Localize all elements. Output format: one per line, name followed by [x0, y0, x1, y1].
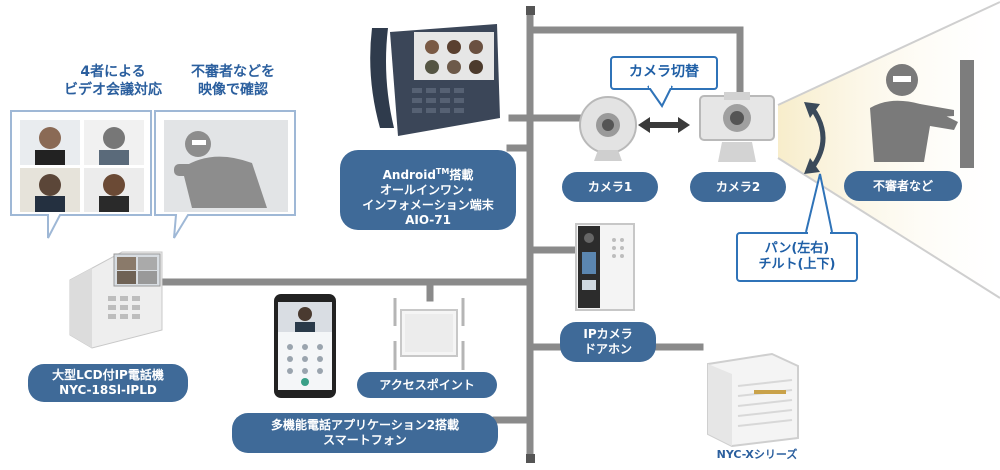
- caption-suspicious-video: 不審者などを 映像で確認: [191, 64, 275, 99]
- intruder-screen-icon: [154, 110, 296, 239]
- callout-camera-switch-tail: [647, 84, 673, 108]
- label-aio-terminal: AndroidTM搭載 オールインワン・ インフォメーション端末 AIO-71: [340, 150, 516, 230]
- caption-four-party: 4者による ビデオ会議対応: [64, 64, 162, 99]
- label-ip-intercom: IPカメラ ドアホン: [560, 322, 656, 362]
- aio-equipped: 搭載: [449, 168, 474, 182]
- video-conference-screen-icon: [10, 110, 152, 239]
- label-camera2: カメラ2: [690, 172, 786, 202]
- smartphone-icon: [274, 294, 336, 398]
- desk-phone-icon: [69, 251, 163, 349]
- double-arrow-icon: [638, 117, 690, 133]
- intercom-icon: [575, 223, 635, 311]
- label-intruder: 不審者など: [844, 171, 962, 201]
- callout-pan-tilt: パン(左右) チルト(上下): [736, 232, 858, 282]
- label-ip-phone: 大型LCD付IP電話機 NYC-18Sl-IPLD: [28, 364, 188, 402]
- label-nyc-series: NYC-Xシリーズ: [716, 448, 798, 461]
- camera-icon: [579, 96, 637, 161]
- aio-brand: Android: [382, 168, 436, 182]
- aio-description: オールインワン・ インフォメーション端末 AIO-71: [362, 183, 494, 227]
- label-access-point: アクセスポイント: [357, 372, 497, 398]
- aio-line1: AndroidTM搭載: [383, 152, 474, 183]
- pbx-unit-icon: [707, 352, 799, 447]
- label-camera1: カメラ1: [562, 172, 658, 202]
- curved-arrow-icon: [804, 102, 826, 174]
- intruder-silhouette-icon: [870, 60, 974, 168]
- aio-terminal-icon: [370, 24, 500, 136]
- callout-pan-tilt-tail: [805, 173, 833, 234]
- aio-trademark: TM: [435, 167, 450, 176]
- camera-icon: [699, 92, 775, 162]
- access-point-icon: [393, 298, 465, 370]
- label-smartphone: 多機能電話アプリケーション2搭載 スマートフォン: [232, 413, 498, 453]
